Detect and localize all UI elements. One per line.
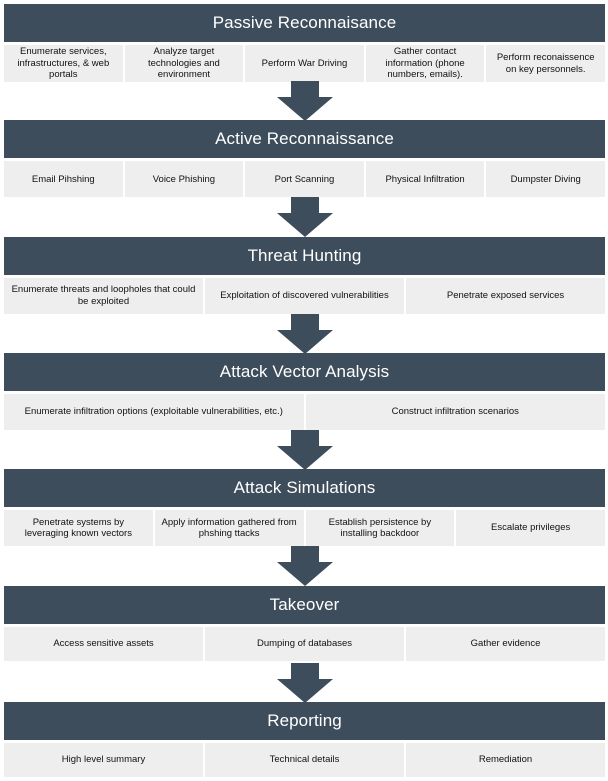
step-box: Analyze target technologies and environm… — [124, 45, 246, 82]
step-box: Voice Phishing — [124, 161, 246, 198]
step-box: Technical details — [205, 742, 406, 777]
down-arrow-icon — [277, 662, 333, 703]
down-arrow-icon — [277, 313, 333, 354]
step-box: Dumpster Diving — [486, 161, 605, 198]
stage-steps-passive-reconnaisance: Enumerate services, infrastructures, & w… — [4, 45, 605, 82]
step-box: Gather evidence — [406, 626, 605, 661]
step-box: Remediation — [406, 742, 605, 777]
stage-title-threat-hunting: Threat Hunting — [4, 236, 605, 275]
step-box: Email Pihshing — [4, 161, 125, 198]
stage-steps-attack-vector-analysis: Enumerate infiltration options (exploita… — [4, 393, 605, 430]
step-box: Penetrate systems by leveraging known ve… — [4, 510, 155, 547]
step-box: Enumerate infiltration options (exploita… — [4, 393, 306, 430]
step-box: Physical Infiltration — [365, 161, 487, 198]
stage-title-passive-reconnaisance: Passive Reconnaisance — [4, 4, 605, 42]
step-box: Port Scanning — [245, 161, 366, 198]
stage-title-active-reconnaissance: Active Reconnaissance — [4, 120, 605, 159]
step-box: Exploitation of discovered vulnerabiliti… — [205, 277, 406, 314]
step-box: High level summary — [4, 742, 205, 777]
step-box: Enumerate services, infrastructures, & w… — [4, 45, 125, 82]
stage-steps-attack-simulations: Penetrate systems by leveraging known ve… — [4, 510, 605, 547]
step-box: Perform War Driving — [245, 45, 366, 82]
step-box: Apply information gathered from phshing … — [154, 510, 306, 547]
down-arrow-icon — [277, 81, 333, 121]
step-box: Dumping of databases — [205, 626, 406, 661]
down-arrow-icon — [277, 546, 333, 587]
down-arrow-icon — [277, 197, 333, 238]
stage-title-attack-vector-analysis: Attack Vector Analysis — [4, 352, 605, 391]
step-box: Construct infiltration scenarios — [305, 393, 605, 430]
step-box: Establish persistence by installing back… — [305, 510, 457, 547]
step-box: Access sensitive assets — [4, 626, 205, 661]
step-box: Enumerate threats and loopholes that cou… — [4, 277, 205, 314]
step-box: Gather contact information (phone number… — [365, 45, 487, 82]
down-arrow-icon — [277, 429, 333, 470]
stage-title-attack-simulations: Attack Simulations — [4, 469, 605, 508]
step-box: Escalate privileges — [456, 510, 605, 547]
step-box: Perform reconaissence on key personnels. — [486, 45, 605, 82]
stage-title-takeover: Takeover — [4, 585, 605, 624]
stage-steps-threat-hunting: Enumerate threats and loopholes that cou… — [4, 277, 605, 314]
step-box: Penetrate exposed services — [406, 277, 605, 314]
stage-title-reporting: Reporting — [4, 701, 605, 740]
